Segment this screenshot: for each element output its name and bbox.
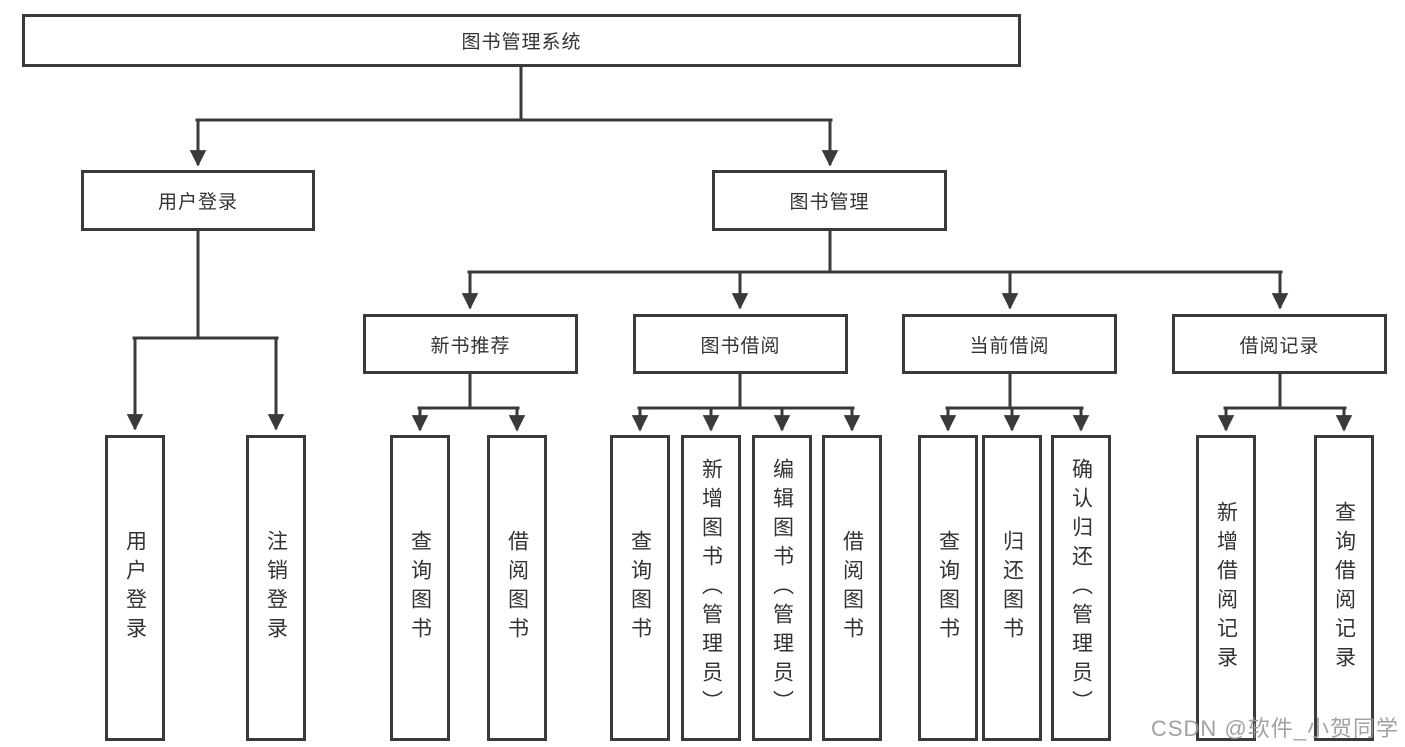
csdn-watermark: CSDN @软件_小贺同学 (1150, 716, 1399, 741)
leaf-query-book-2: 查询图书 (610, 435, 670, 741)
node-root-label: 图书管理系统 (461, 32, 582, 53)
leaf-query-book-3-label: 查询图书 (936, 530, 960, 646)
node-root-system: 图书管理系统 (22, 14, 1021, 67)
leaf-query-book-2-label: 查询图书 (628, 530, 652, 646)
node-borrow-record-label: 借阅记录 (1239, 335, 1320, 357)
node-book-borrow-label: 图书借阅 (700, 335, 781, 357)
leaf-borrow-book-1: 借阅图书 (487, 435, 547, 741)
leaf-borrow-book-2: 借阅图书 (822, 435, 882, 741)
leaf-edit-book-admin-label: 编辑图书（管理员） (770, 457, 794, 719)
leaf-return-book-label: 归还图书 (1000, 530, 1024, 646)
leaf-logout-label: 注销登录 (264, 530, 288, 646)
leaf-query-book-1: 查询图书 (390, 435, 450, 741)
node-user-login-label: 用户登录 (157, 192, 238, 213)
leaf-add-book-admin: 新增图书（管理员） (681, 435, 741, 741)
node-current-borrow: 当前借阅 (902, 314, 1117, 374)
leaf-query-borrow-record: 查询借阅记录 (1314, 435, 1374, 741)
leaf-confirm-return-admin-label: 确认归还（管理员） (1069, 457, 1093, 719)
leaf-logout: 注销登录 (246, 435, 306, 741)
node-new-book-recommend-label: 新书推荐 (430, 335, 511, 357)
leaf-borrow-book-1-label: 借阅图书 (505, 530, 529, 646)
leaf-add-book-admin-label: 新增图书（管理员） (699, 457, 723, 719)
leaf-return-book: 归还图书 (982, 435, 1042, 741)
leaf-borrow-book-2-label: 借阅图书 (840, 530, 864, 646)
leaf-query-book-3: 查询图书 (918, 435, 978, 741)
node-new-book-recommend: 新书推荐 (363, 314, 578, 374)
leaf-query-borrow-record-label: 查询借阅记录 (1332, 501, 1356, 675)
node-borrow-record: 借阅记录 (1172, 314, 1387, 374)
node-user-login: 用户登录 (81, 170, 315, 231)
node-book-management-label: 图书管理 (789, 192, 870, 213)
node-book-borrow: 图书借阅 (633, 314, 848, 374)
leaf-user-login: 用户登录 (105, 435, 165, 741)
leaf-query-book-1-label: 查询图书 (408, 530, 432, 646)
leaf-user-login-label: 用户登录 (123, 530, 147, 646)
leaf-add-borrow-record-label: 新增借阅记录 (1214, 501, 1238, 675)
node-current-borrow-label: 当前借阅 (969, 335, 1050, 357)
leaf-add-borrow-record: 新增借阅记录 (1196, 435, 1256, 741)
node-book-management: 图书管理 (712, 170, 947, 231)
leaf-edit-book-admin: 编辑图书（管理员） (752, 435, 812, 741)
leaf-confirm-return-admin: 确认归还（管理员） (1051, 435, 1111, 741)
